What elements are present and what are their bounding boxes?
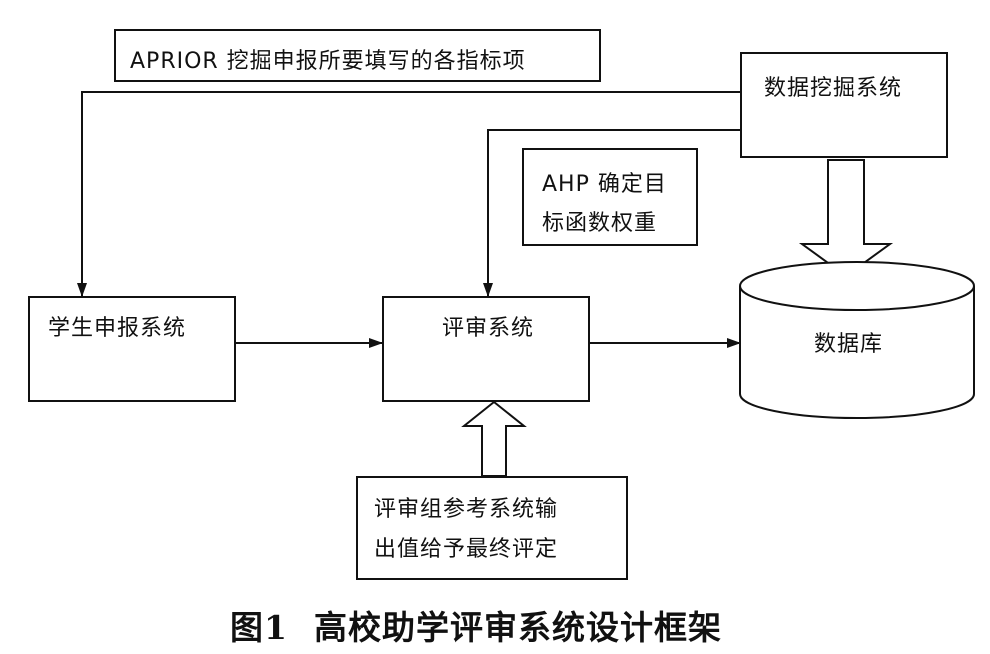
review-panel-note-box: 评审组参考系统输 出值给予最终评定 [356,476,628,580]
figure-title: 高校助学评审系统设计框架 [313,608,722,647]
review-panel-note-line2: 出值给予最终评定 [374,537,559,562]
figure-caption: 图1 高校助学评审系统设计框架 [230,601,722,649]
hollow-arrow-mining-to-database [798,159,894,278]
data-mining-system-label: 数据挖掘系统 [764,76,903,101]
database-cylinder [739,261,975,419]
arrow-mining-to-student [77,91,740,297]
database-label: 数据库 [814,332,884,357]
hollow-arrow-panel-to-review [461,400,527,477]
figure-number: 图1 [230,608,288,647]
ahp-note-line1: AHP 确定目 [542,172,667,197]
review-system-box: 评审系统 [382,296,590,402]
review-panel-note-line1: 评审组参考系统输 [374,497,559,522]
data-mining-system-box: 数据挖掘系统 [740,52,948,158]
apriori-note-text: APRIOR 挖掘申报所要填写的各指标项 [130,49,526,74]
ahp-note-line2: 标函数权重 [542,211,658,236]
student-application-system-label: 学生申报系统 [48,316,187,341]
arrow-mining-to-review [483,129,740,297]
apriori-note-box: APRIOR 挖掘申报所要填写的各指标项 [114,29,601,82]
review-system-label: 评审系统 [442,316,535,341]
ahp-note-box: AHP 确定目 标函数权重 [522,148,698,246]
student-application-system-box: 学生申报系统 [28,296,236,402]
